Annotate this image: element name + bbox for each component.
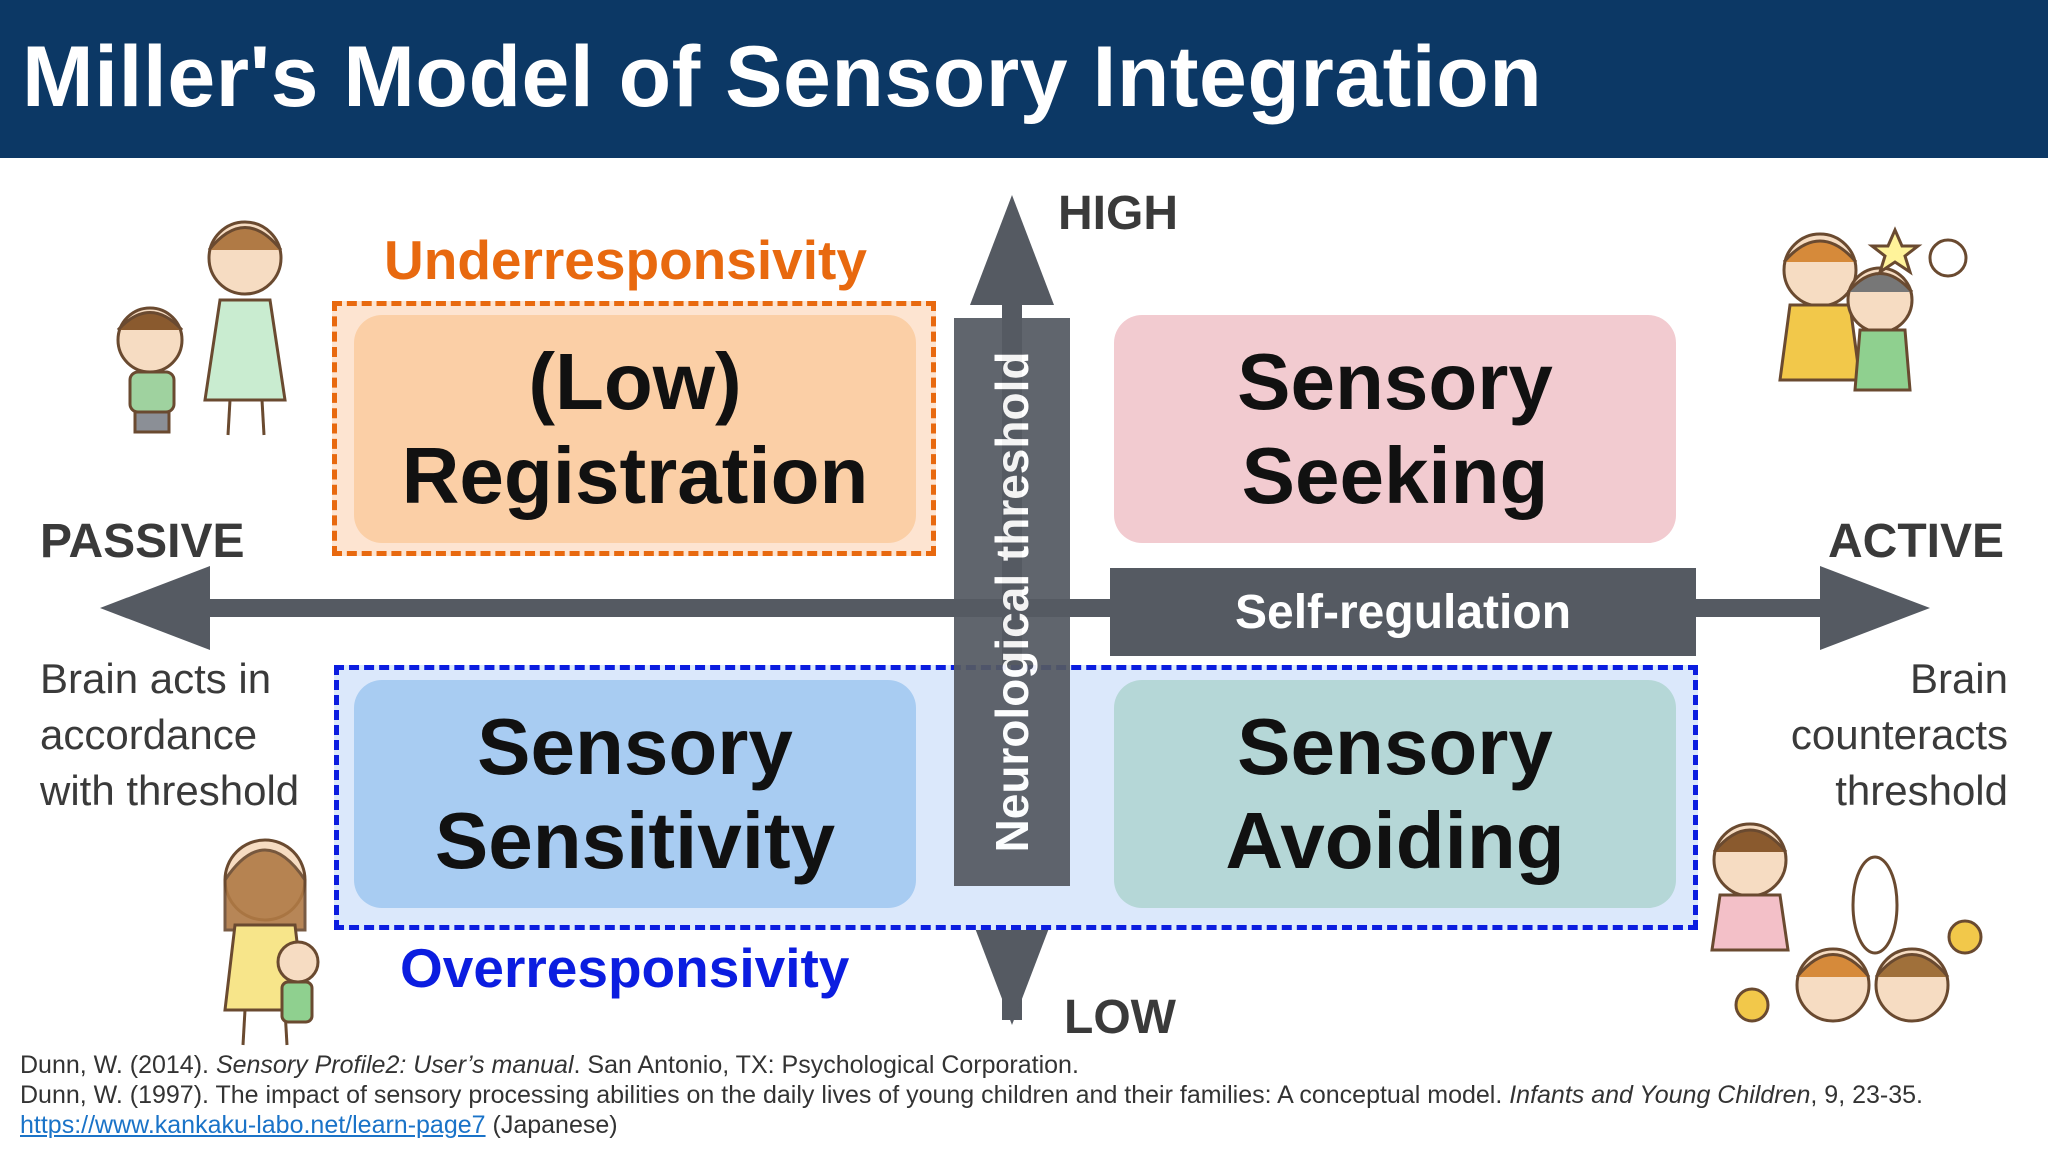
page-title: Miller's Model of Sensory Integration xyxy=(22,29,1543,125)
passive-desc-line2: accordance xyxy=(40,711,258,758)
reference-1-publisher: . San Antonio, TX: Psychological Corpora… xyxy=(573,1051,1079,1079)
active-label: ACTIVE xyxy=(1828,515,2005,568)
reference-3: https://www.kankaku-labo.net/learn-page7… xyxy=(20,1110,1923,1140)
low-registration-line2: Registration xyxy=(401,431,869,520)
reference-1-authors: Dunn, W. (2014). xyxy=(20,1051,216,1079)
up-arrow-head xyxy=(970,195,1054,305)
reference-1: Dunn, W. (2014). Sensory Profile2: User’… xyxy=(20,1050,1923,1080)
self-regulation-bar: Self-regulation xyxy=(1110,568,1696,656)
passive-description: Brain acts in accordance with threshold xyxy=(40,651,299,819)
reference-2-journal: Infants and Young Children xyxy=(1509,1081,1811,1109)
sensory-sensitivity-line2: Sensitivity xyxy=(434,796,836,885)
low-label: LOW xyxy=(1064,991,1176,1044)
reference-2-main: Dunn, W. (1997). The impact of sensory p… xyxy=(20,1081,1510,1109)
low-registration-line1: (Low) xyxy=(528,337,742,426)
reference-2-volume: , 9, 23-35. xyxy=(1810,1081,1923,1109)
sensory-sensitivity-line1: Sensory xyxy=(477,702,793,791)
passive-label: PASSIVE xyxy=(40,515,245,568)
active-desc-line1: Brain xyxy=(1909,655,2008,702)
active-desc-line3: threshold xyxy=(1835,767,2008,814)
overresponsivity-label: Overresponsivity xyxy=(400,937,850,999)
active-desc-line2: counteracts xyxy=(1790,711,2008,758)
references: Dunn, W. (2014). Sensory Profile2: User’… xyxy=(20,1050,1923,1140)
neurological-threshold-bar: Neurological threshold xyxy=(954,318,1070,886)
active-description: Brain counteracts threshold xyxy=(1791,651,2008,819)
sensory-avoiding-line2: Avoiding xyxy=(1225,796,1565,885)
sensory-seeking-line1: Sensory xyxy=(1237,337,1553,426)
self-regulation-label: Self-regulation xyxy=(1234,585,1572,639)
sensory-avoiding-line1: Sensory xyxy=(1237,702,1553,791)
sensory-seeking-line2: Seeking xyxy=(1241,431,1549,520)
passive-desc-line1: Brain acts in xyxy=(40,655,272,702)
underresponsivity-label: Underresponsivity xyxy=(384,229,867,291)
passive-desc-line3: with threshold xyxy=(40,767,300,814)
right-arrow-head xyxy=(1820,566,1930,650)
high-label: HIGH xyxy=(1058,187,1178,240)
title-bar: Miller's Model of Sensory Integration xyxy=(0,0,2048,158)
down-arrow-head xyxy=(970,915,1054,1025)
neurological-threshold-label: Neurological threshold xyxy=(986,351,1038,853)
reference-link[interactable]: https://www.kankaku-labo.net/learn-page7 xyxy=(20,1111,486,1139)
left-arrow-head xyxy=(100,566,210,650)
reference-link-note: (Japanese) xyxy=(485,1111,618,1139)
low-registration-box: (Low)Registration xyxy=(354,315,916,543)
reference-1-title: Sensory Profile2: User’s manual xyxy=(215,1051,574,1079)
reference-2: Dunn, W. (1997). The impact of sensory p… xyxy=(20,1080,1923,1110)
